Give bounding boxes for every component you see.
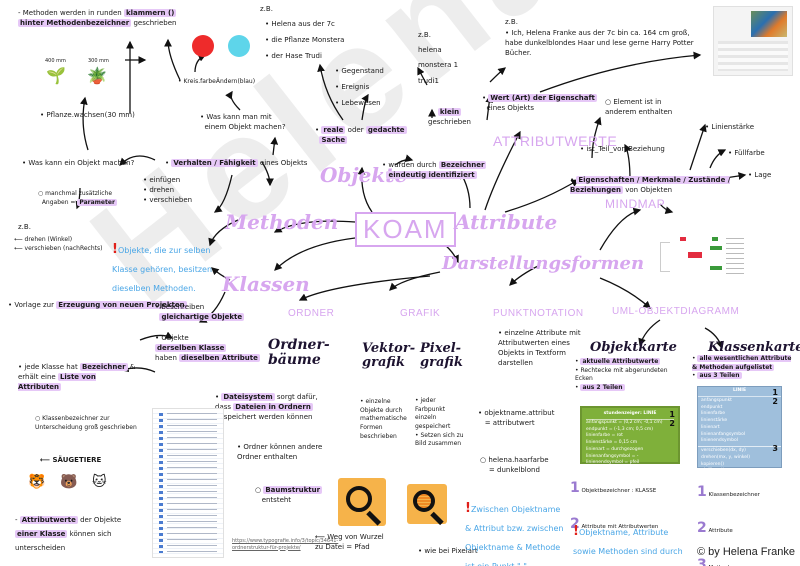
klassen-beschreiben: • beschreiben gleichartige Objekte <box>155 303 245 322</box>
prop-fuellfarbe: • Füllfarbe <box>728 149 765 157</box>
exclamation-icon: ! <box>112 242 118 257</box>
kingfisher-photo <box>751 11 787 37</box>
ordner-enthalten: • Ordner können andere Ordner enthalten <box>237 443 323 462</box>
typografie-link[interactable]: https://www.typografie.info/3/topic/3464… <box>232 538 339 551</box>
branch-attributwerte: ATTRIBUTWERTE <box>493 133 618 149</box>
ordnerbaeume-title: Ordner-bäume <box>268 337 330 369</box>
vector-magnifier-icon <box>338 478 386 526</box>
klassenkarte-legend: 1 Klassenbezeichner 2 Attribute 3 Method… <box>697 484 760 566</box>
punktnotation-desc: • einzelne Attribute mit Attributwerten … <box>498 329 581 368</box>
eigenschaften-definition: • Eigenschaften / Merkmale / Zustände / … <box>570 176 731 195</box>
red-circle-icon <box>192 35 214 57</box>
objektkarte-legend: 1 Objektbezeichner : KLASSE 2 Attribute … <box>570 480 659 533</box>
branch-klassen: Klassen <box>222 272 310 296</box>
klassen-attributwerte-note: - Attributwerte der Objekte einer Klasse… <box>15 516 122 552</box>
folder-tree-screenshot <box>152 408 224 558</box>
objekte-examples: • Helena aus der 7c • die Pflanze Monste… <box>265 20 345 61</box>
parameter-note: ○ manchmal zusätzliche Angaben = Paramet… <box>38 190 117 206</box>
branch-mindmap: MINDMAP <box>605 197 666 211</box>
methoden-klammern-note: - Methoden werden in runden klammern () … <box>18 9 177 28</box>
objekte-zb2: z.B. <box>418 31 431 39</box>
branch-uml: UML-OBJEKTDIAGRAMM <box>612 306 740 317</box>
objekte-names: helena monstera 1 trudi1 <box>418 46 459 85</box>
exclamation-icon: ! <box>573 524 579 539</box>
branch-ordner: ORDNER <box>288 308 335 319</box>
pixelgrafik-desc: • jeder Farbpunkt einzeln gespeichert• S… <box>415 397 464 448</box>
cyan-circle-icon <box>228 35 250 57</box>
cat-icon: 🐱 <box>92 474 107 490</box>
was-kann-obj-question: • Was kann ein Objekt machen? <box>22 159 135 167</box>
vektorgrafik-title: Vektor-grafik <box>362 341 416 371</box>
parameter-examples: ⟵ drehen (Winkel) ⟵ verschieben (nachRec… <box>14 236 103 252</box>
objekte-definition: • reale oder gedachte Sache <box>315 126 407 145</box>
methoden-zb: z.B. <box>18 223 31 231</box>
plant-small-label: 400 mm <box>45 58 66 64</box>
methoden-note: !Objekte, die zur selben Klasse gehören,… <box>112 242 213 293</box>
objektkarte-items: • aktuelle Attributwerte • Rechtecke mit… <box>575 358 668 392</box>
pixel-magnifier-icon <box>407 484 447 526</box>
objektkarte-title: Objektkarte <box>590 340 677 355</box>
attribute-zb: z.B. <box>505 18 518 26</box>
pflanze-example: • Pflanze.wachsen(30 mm) <box>40 111 135 119</box>
branch-attribute: Attribute <box>455 210 558 234</box>
verb-list: • einfügen • drehen • verschieben <box>143 176 193 205</box>
klassenkarte-title: Klassenkarte <box>708 340 800 355</box>
branch-methoden: Methoden <box>225 210 339 234</box>
dateisystem-note: • Dateisystem sorgt dafür, dass Dateien … <box>215 393 318 422</box>
punkt-note: !Zwischen Objektname & Attribut bzw. zwi… <box>465 501 564 566</box>
profile-table <box>718 41 788 71</box>
objektkarte-example: stundenzeiger: LINIE anfangspunkt = (0,2… <box>580 406 680 465</box>
was-kann-man-question: • Was kann man mit einem Objekt machen? <box>200 113 286 132</box>
seedling-icon: 🌱 <box>46 66 66 85</box>
prop-linienstaerke: • Linienstärke <box>705 123 754 131</box>
branch-darstellungsformen: Darstellungsformen <box>442 253 645 274</box>
pixelart-note: • wie bei Pixelart <box>418 547 478 555</box>
punkt-syntax: • objektname.attribut = attributwert <box>478 409 555 428</box>
center-node-koam: KOAM <box>355 212 456 247</box>
klassen-grossschreibung: ○ Klassenbezeichner zur Unterscheidung g… <box>35 415 137 431</box>
verhalten-definition: • Verhalten / Fähigkeit eines Objekts <box>165 159 308 167</box>
baumstruktur-note: ○ Baumstruktur entsteht <box>255 486 323 505</box>
kreis-example: • Kreis.farbeÄndern(blau) <box>178 78 256 85</box>
klassen-vorlage: • Vorlage zur Erzeugung von neuen Projek… <box>8 301 187 309</box>
uml-note: !Objektname, Attribute sowie Methoden si… <box>573 524 683 556</box>
tiger-icon: 🐯 <box>28 474 46 490</box>
branch-grafik: GRAFIK <box>400 308 441 319</box>
branch-punktnotation: PUNKTNOTATION <box>493 308 584 319</box>
potted-plant-icon: 🪴 <box>87 66 107 85</box>
mindmap-thumbnail <box>640 232 750 282</box>
copyright: © by Helena Franke <box>697 546 795 558</box>
pixelgrafik-title: Pixel-grafik <box>420 341 463 371</box>
plant-big-label: 300 mm <box>88 58 109 64</box>
bear-icon: 🐻 <box>60 474 78 490</box>
objekte-kinds: • Gegenstand • Ereignis • Lebewesen <box>335 67 384 108</box>
attribute-example: • Ich, Helena Franke aus der 7c bin ca. … <box>505 29 694 58</box>
vektorgrafik-desc: • einzelne Objekte durch mathematische F… <box>360 398 407 440</box>
prop-lage: • Lage <box>748 171 772 179</box>
saeugetiere-label: ⟵ SÄUGETIERE <box>40 456 102 464</box>
klassen-bezeichner: • jede Klasse hat Bezeichner & erhält ei… <box>18 363 136 392</box>
kingfisher-profile-image <box>713 6 793 76</box>
objekte-identifier: • wurden durch Bezeichner eindeutig iden… <box>382 161 487 180</box>
attributwert-definition: • Wert (Art) der Eigenschaft eines Objek… <box>482 94 597 113</box>
punkt-example: ○ helena.haarfarbe = dunkelblond <box>480 456 549 475</box>
klassenkarte-example: LINIE anfangspunkt endpunkt linienfarbe … <box>697 386 782 473</box>
klassenkarte-items: • alle wesentlichen Attribute & Methoden… <box>692 355 792 380</box>
objekte-zb: z.B. <box>260 5 273 13</box>
exclamation-icon: ! <box>465 501 471 516</box>
pfad-note: ⟵ Weg von Wurzel zu Datei = Pfad <box>315 533 384 552</box>
teil-beziehung: • ist_Teil_von Beziehung <box>580 145 665 153</box>
element-enthalten: ○ Element ist in anderem enthalten <box>605 98 673 117</box>
